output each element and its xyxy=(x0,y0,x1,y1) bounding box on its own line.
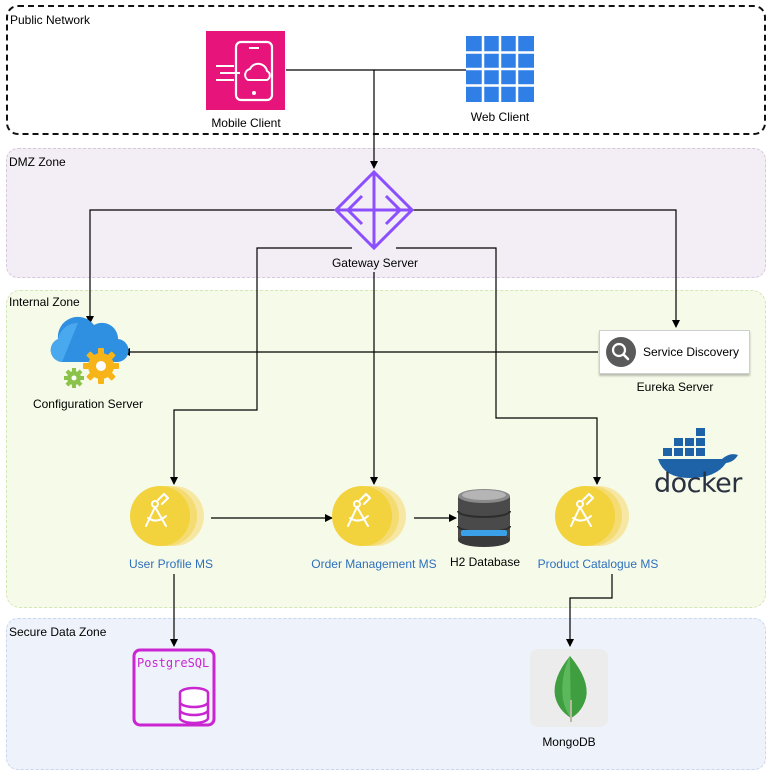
postgres-logo-text: PostgreSQL xyxy=(137,656,210,670)
edge-gateway-to-discovery xyxy=(411,209,680,328)
mobile-client-label: Mobile Client xyxy=(211,116,281,130)
edge-product-to-mongodb xyxy=(566,574,613,647)
public-network-zone-label: Public Network xyxy=(10,13,91,27)
user-profile-ms-label: User Profile MS xyxy=(128,557,214,571)
h2-database-label: H2 Database xyxy=(449,555,521,569)
edge-mobile-to-gateway xyxy=(286,69,378,169)
secure-data-zone: Secure Data Zone xyxy=(6,618,766,770)
docker-wordmark: docker xyxy=(654,468,742,499)
edge-gateway-to-userprofile xyxy=(170,247,352,485)
product-catalogue-ms-label: Product Catalogue MS xyxy=(537,557,659,571)
internal-zone-label: Internal Zone xyxy=(9,295,80,309)
edge-gateway-to-product xyxy=(396,247,601,485)
web-client-label: Web Client xyxy=(470,110,530,124)
secure-data-zone-label: Secure Data Zone xyxy=(9,625,107,639)
magnifier-icon xyxy=(606,337,636,367)
mongodb-label: MongoDB xyxy=(542,735,596,749)
gateway-server-label: Gateway Server xyxy=(310,256,440,270)
service-discovery-box: Service Discovery xyxy=(599,330,750,374)
eureka-server-label: Eureka Server xyxy=(636,380,714,394)
order-management-ms-label: Order Management MS xyxy=(311,557,437,571)
configuration-server-label: Configuration Server xyxy=(32,397,144,411)
edge-gateway-to-config xyxy=(86,209,337,324)
dmz-zone-label: DMZ Zone xyxy=(9,155,66,169)
service-discovery-label: Service Discovery xyxy=(643,345,740,359)
